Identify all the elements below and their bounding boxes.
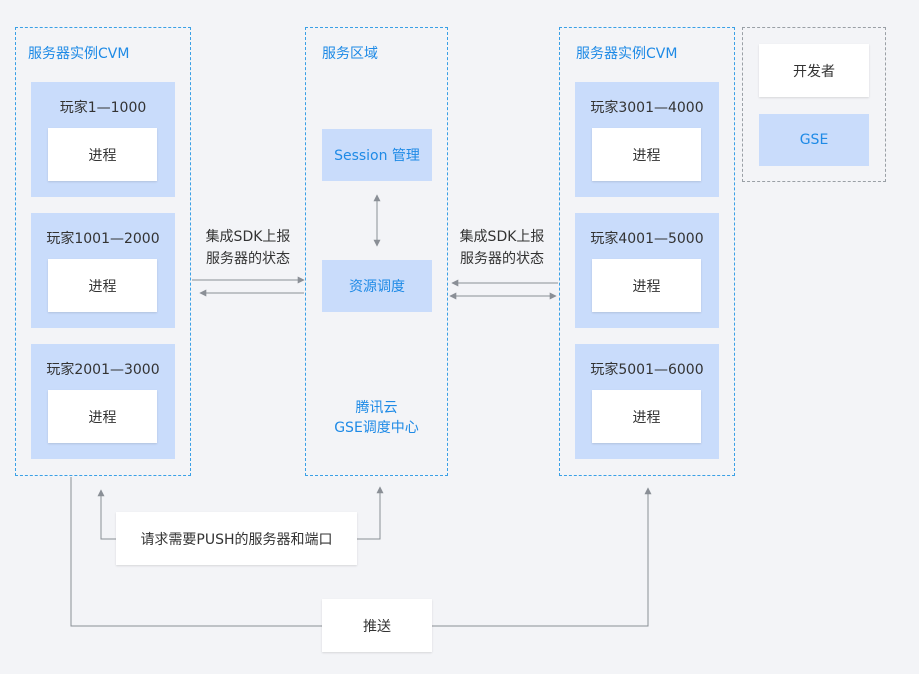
process-box: 进程 <box>592 390 701 443</box>
panel-label: 玩家5001—6000 <box>590 362 704 378</box>
process-box: 进程 <box>592 259 701 312</box>
request-to-center-arrow <box>357 486 384 540</box>
left-panel-1: 玩家1—1000 进程 <box>31 82 175 197</box>
legend-group <box>742 27 886 182</box>
panel-label: 玩家4001—5000 <box>590 231 704 247</box>
right-cvm-group: 服务器实例CVM <box>559 27 735 476</box>
center-group-title: 服务区域 <box>322 46 378 62</box>
request-to-left-arrow <box>97 489 116 540</box>
right-arrow-label-line2: 服务器的状态 <box>460 251 544 267</box>
process-box: 进程 <box>48 390 157 443</box>
panel-label: 玩家3001—4000 <box>590 100 704 116</box>
legend-developer: 开发者 <box>759 44 869 97</box>
left-arrow-label-line2: 服务器的状态 <box>206 251 290 267</box>
gse-center-caption: 腾讯云 GSE调度中心 <box>305 398 448 438</box>
left-arrow-label: 集成SDK上报 服务器的状态 <box>190 226 306 270</box>
resource-scheduler-box: 资源调度 <box>322 260 432 312</box>
left-panel-3: 玩家2001—3000 进程 <box>31 344 175 459</box>
request-push-box: 请求需要PUSH的服务器和端口 <box>116 512 357 565</box>
right-panel-2: 玩家4001—5000 进程 <box>575 213 719 328</box>
left-arrow-label-line1: 集成SDK上报 <box>205 229 291 245</box>
legend-gse: GSE <box>759 114 869 166</box>
push-box: 推送 <box>322 599 432 652</box>
session-management-box: Session 管理 <box>322 129 432 181</box>
push-to-right-arrow <box>432 487 652 627</box>
gse-caption-line2: GSE调度中心 <box>334 420 419 436</box>
process-box: 进程 <box>48 259 157 312</box>
panel-label: 玩家1001—2000 <box>46 231 160 247</box>
left-cvm-group: 服务器实例CVM <box>15 27 191 476</box>
right-panel-3: 玩家5001—6000 进程 <box>575 344 719 459</box>
right-arrow-label: 集成SDK上报 服务器的状态 <box>444 226 560 270</box>
process-box: 进程 <box>48 128 157 181</box>
left-to-push-line <box>70 477 322 627</box>
center-service-group: 服务区域 <box>305 27 448 476</box>
gse-caption-line1: 腾讯云 <box>355 400 398 416</box>
panel-label: 玩家2001—3000 <box>46 362 160 378</box>
process-box: 进程 <box>592 128 701 181</box>
left-panel-2: 玩家1001—2000 进程 <box>31 213 175 328</box>
right-group-title: 服务器实例CVM <box>576 46 678 62</box>
right-panel-1: 玩家3001—4000 进程 <box>575 82 719 197</box>
left-group-title: 服务器实例CVM <box>28 46 130 62</box>
right-arrow-label-line1: 集成SDK上报 <box>459 229 545 245</box>
panel-label: 玩家1—1000 <box>59 100 147 116</box>
